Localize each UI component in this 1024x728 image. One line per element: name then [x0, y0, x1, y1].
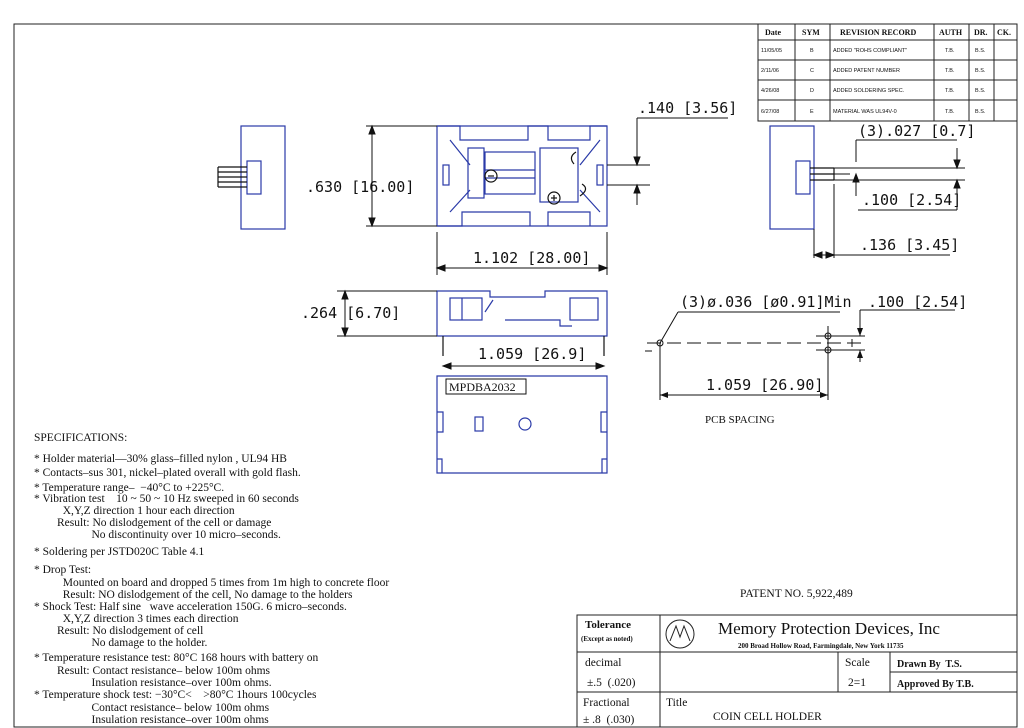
rev-row-record: ADDED SOLDERING SPEC.	[833, 88, 905, 94]
dim-100-pcb: .100 [2.54]	[868, 293, 967, 311]
dim-1102: 1.102 [28.00]	[473, 249, 590, 267]
spec-line: * Holder material—30% glass–filled nylon…	[34, 453, 287, 465]
tolerance-label: Tolerance	[585, 619, 631, 631]
rev-row-sym: C	[810, 68, 814, 74]
scale-value: 2=1	[848, 677, 866, 689]
part-number: MPDBA2032	[449, 380, 516, 394]
spec-line: Result: Contact resistance– below 100m o…	[34, 665, 271, 677]
rev-head-ck: CK.	[997, 28, 1011, 37]
company-address: 200 Broad Hollow Road, Farmingdale, New …	[738, 642, 904, 650]
spec-line: Mounted on board and dropped 5 times fro…	[34, 577, 389, 589]
decimal-label: decimal	[585, 657, 621, 669]
right-side-view	[769, 125, 835, 230]
rev-row-dr: B.S.	[975, 48, 986, 54]
spec-line: Insulation resistance–over 100m ohms.	[34, 677, 272, 689]
rev-row-date: 2/11/06	[761, 68, 779, 74]
spec-line: * Temperature shock test: −30°C< >80°C 1…	[34, 689, 317, 701]
rev-head-auth: AUTH	[939, 28, 963, 37]
rev-row-auth: T.B.	[945, 109, 955, 115]
rev-row-auth: T.B.	[945, 48, 955, 54]
spec-line: Result: NO dislodgement of the cell, No …	[34, 589, 353, 601]
dim-264: .264 [6.70]	[301, 304, 400, 322]
spec-line: No damage to the holder.	[34, 637, 208, 649]
dim-027: (3).027 [0.7]	[858, 122, 975, 140]
decimal-value: ±.5 (.020)	[587, 677, 636, 689]
rev-row-record: ADDED PATENT NUMBER	[833, 68, 900, 74]
rev-head-record: REVISION RECORD	[840, 28, 916, 37]
dim-630: .630 [16.00]	[306, 178, 414, 196]
rev-row-dr: B.S.	[975, 88, 986, 94]
top-view	[436, 125, 608, 227]
part-number-box	[445, 378, 527, 395]
dim-1059-pcb: 1.059 [26.90]	[706, 376, 823, 394]
spec-line: * Contacts–sus 301, nickel–plated overal…	[34, 467, 301, 479]
spec-line: * Vibration test 10 ~ 50 ~ 10 Hz sweeped…	[34, 493, 299, 505]
spec-line: * Shock Test: Half sine wave acceleratio…	[34, 601, 347, 613]
dim-136: .136 [3.45]	[860, 236, 959, 254]
rev-head-dr: DR.	[974, 28, 988, 37]
fractional-label: Fractional	[583, 697, 630, 709]
pcb-arrows	[660, 328, 863, 398]
spec-line: Insulation resistance–over 100m ohms	[34, 714, 269, 726]
top-view-dimensions	[366, 117, 728, 275]
title-value: COIN CELL HOLDER	[713, 711, 822, 723]
dim-140: .140 [3.56]	[638, 99, 737, 117]
spec-line: X,Y,Z direction 3 times each direction	[34, 613, 239, 625]
rev-row-auth: T.B.	[945, 68, 955, 74]
rev-row-sym: B	[810, 48, 814, 54]
patent-number: PATENT NO. 5,922,489	[740, 588, 853, 600]
front-view	[436, 290, 608, 356]
dim-100-right: .100 [2.54]	[862, 191, 961, 209]
spec-line: * Temperature range– −40°C to +225°C.	[34, 482, 224, 494]
rev-head-sym: SYM	[802, 28, 820, 37]
fractional-value: ± .8 (.030)	[583, 714, 635, 726]
rev-row-sym: D	[810, 88, 814, 94]
spec-line: Result: No dislodgement of the cell or d…	[34, 517, 271, 529]
spec-line: * Drop Test:	[34, 564, 91, 576]
rev-row-record: MATERIAL WAS UL94V-0	[833, 109, 897, 115]
rev-row-date: 4/26/08	[761, 88, 779, 94]
rev-row-date: 6/27/08	[761, 109, 779, 115]
spec-line: X,Y,Z direction 1 hour each direction	[34, 505, 235, 517]
revision-table: Date SYM REVISION RECORD AUTH DR. CK. 11…	[757, 23, 1018, 122]
spec-line: No discontinuity over 10 micro–seconds.	[34, 529, 281, 541]
spec-list: * Holder material—30% glass–filled nylon…	[34, 453, 389, 726]
spec-line: Contact resistance– below 100m ohms	[34, 702, 270, 714]
bottom-view	[436, 375, 608, 474]
title-label: Title	[666, 697, 687, 709]
approved-by: Approved By T.B.	[897, 679, 974, 690]
left-side-view	[217, 125, 286, 230]
front-view-dimensions	[337, 289, 606, 370]
title-block	[576, 614, 1018, 728]
spec-line: * Temperature resistance test: 80°C 168 …	[34, 652, 319, 664]
rev-row-sym: E	[810, 109, 814, 115]
spec-line: Result: No dislodgement of cell	[34, 625, 203, 637]
dim-1059-side: 1.059 [26.9]	[478, 345, 586, 363]
spec-line: * Soldering per JSTD020C Table 4.1	[34, 546, 204, 558]
company-name: Memory Protection Devices, Inc	[718, 619, 940, 638]
rev-row-dr: B.S.	[975, 68, 986, 74]
spec-title: SPECIFICATIONS:	[34, 432, 127, 444]
rev-row-dr: B.S.	[975, 109, 986, 115]
except-label: (Except as noted)	[581, 635, 633, 643]
sheet-border	[13, 23, 1018, 728]
dim-036: (3)ø.036 [ø0.91]Min	[680, 293, 852, 311]
rev-row-record: ADDED "ROHS COMPLIANT"	[833, 48, 907, 54]
rev-head-date: Date	[765, 28, 781, 37]
rev-row-auth: T.B.	[945, 88, 955, 94]
rev-row-date: 11/05/05	[761, 48, 782, 54]
scale-label: Scale	[845, 657, 870, 669]
right-side-dimensions	[812, 139, 965, 259]
pcb-spacing-label: PCB SPACING	[705, 414, 775, 426]
drawn-by: Drawn By T.S.	[897, 659, 962, 670]
